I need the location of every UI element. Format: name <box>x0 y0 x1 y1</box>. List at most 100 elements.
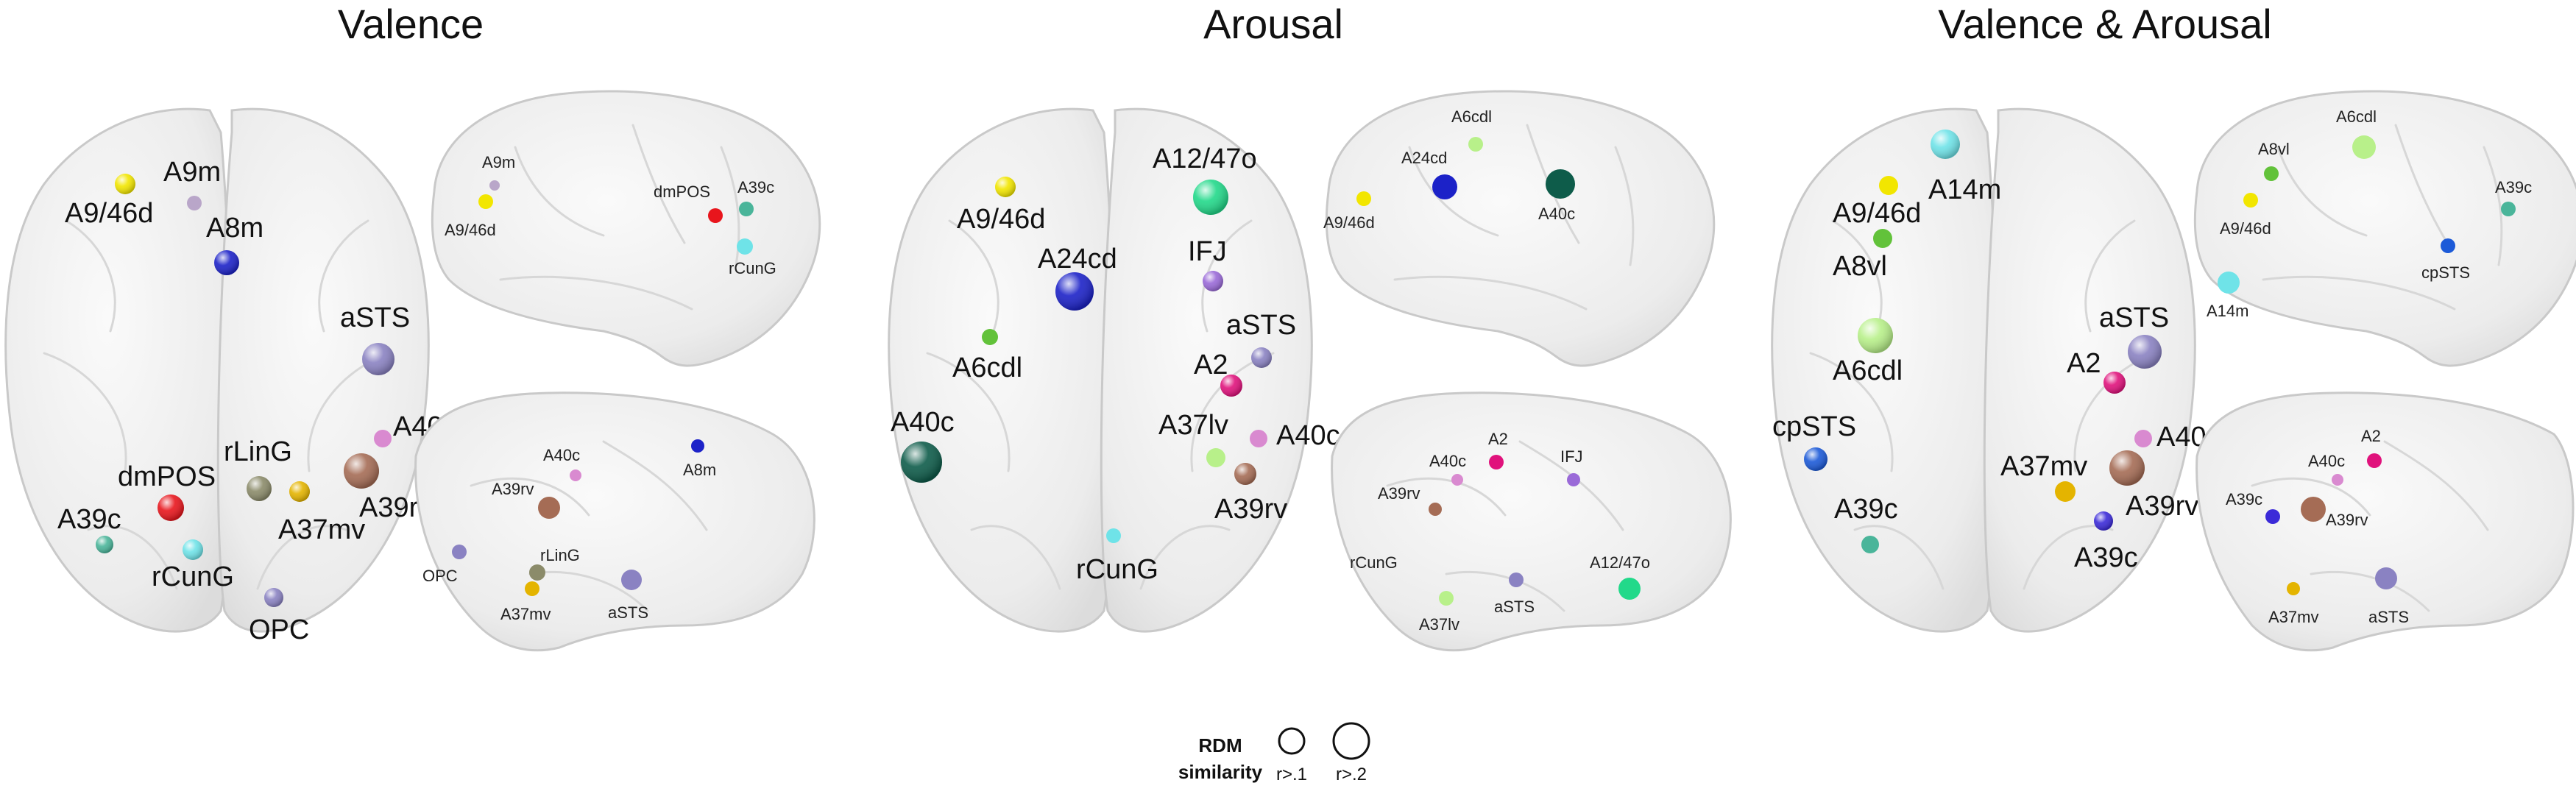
medial-brain-view <box>414 391 815 652</box>
label: A37mv <box>278 514 365 545</box>
label: A39rv <box>1378 484 1420 503</box>
label: aSTS <box>2368 608 2409 626</box>
label: rLinG <box>540 546 580 564</box>
legend-large-label: r>.2 <box>1336 765 1367 784</box>
node-A9m-lat <box>489 180 500 191</box>
node-A6cdl-lat <box>1468 137 1483 152</box>
node-A39rv-med <box>2301 497 2326 522</box>
node-A39rv-med <box>1429 503 1442 516</box>
node-A37lv <box>1206 448 1225 467</box>
legend-title: RDM <box>1198 734 1242 756</box>
node-shading <box>96 174 394 607</box>
node-A37mv-med <box>2287 582 2300 595</box>
right-hemisphere <box>216 107 430 633</box>
label: A14m <box>2207 302 2248 320</box>
label: A40c <box>543 446 580 464</box>
label: A24cd <box>1038 244 1117 274</box>
label: A40c <box>1538 205 1575 223</box>
label: OPC <box>249 614 309 645</box>
node-A24cd-lat <box>1432 174 1457 199</box>
label: A40c <box>2308 452 2345 470</box>
label: IFJ <box>1188 236 1227 267</box>
label: rCunG <box>1350 553 1398 572</box>
label: IFJ <box>1560 447 1583 466</box>
node-A8vl-lat <box>2264 166 2279 181</box>
node-A40c-med <box>570 469 581 481</box>
label: A6cdl <box>2336 107 2377 126</box>
label: A9/46d <box>957 204 1045 235</box>
node-A39c-lat <box>739 202 754 216</box>
legend-title: similarity <box>1178 761 1263 783</box>
node-A40c-lat <box>1546 169 1575 199</box>
panel-arousal: Arousal A12/47o A9/46d A24cd <box>888 1 1732 652</box>
label: dmPOS <box>118 461 216 492</box>
label: A2 <box>1194 350 1228 380</box>
legend-large-circle <box>1332 722 1370 760</box>
label: A37mv <box>2268 608 2318 626</box>
label: dmPOS <box>654 182 710 201</box>
label: A8m <box>683 461 716 479</box>
label: A9/46d <box>1323 213 1375 232</box>
lateral-brain-view <box>1325 90 1716 367</box>
node-aSTS-med <box>1509 573 1524 587</box>
lateral-brain-view <box>2193 90 2576 367</box>
node-A9-46d-lat <box>2243 193 2258 208</box>
label: A24cd <box>1401 149 1447 167</box>
label: aSTS <box>340 302 410 333</box>
node-A12-47o-med <box>1618 578 1641 600</box>
node-A9-46d <box>1879 176 1898 195</box>
label: rCunG <box>729 259 776 277</box>
label: A9/46d <box>445 221 496 239</box>
label: A9m <box>482 153 515 171</box>
node-A9-46d-lat <box>478 194 493 209</box>
node-rLinG-med <box>529 564 545 581</box>
node-A37mv-med <box>525 581 539 596</box>
axial-brain-view <box>888 107 1313 633</box>
label: A37lv <box>1419 615 1459 634</box>
legend-small-label: r>.1 <box>1276 765 1307 784</box>
node-A37mv <box>2055 481 2076 502</box>
label: A39rv <box>2126 491 2198 522</box>
legend-small-circle <box>1278 727 1306 755</box>
node-A8m-med <box>691 439 704 453</box>
node-OPC-med <box>452 545 467 559</box>
label: A40c <box>891 407 955 438</box>
node-shading <box>1804 130 2162 531</box>
label: A2 <box>2067 348 2101 379</box>
label: rCunG <box>1076 554 1158 585</box>
label: A37lv <box>1158 410 1228 441</box>
label: A39c <box>2226 490 2262 508</box>
label: A9/46d <box>1833 198 1921 229</box>
node-rCunG <box>1106 528 1121 543</box>
label: A12/47o <box>1590 553 1650 572</box>
label: A37mv <box>500 605 551 623</box>
label: A39rv <box>2326 511 2368 529</box>
label: A9/46d <box>65 198 153 229</box>
node-A2-med <box>2367 453 2382 468</box>
node-rCunG-lat <box>737 238 753 255</box>
label: A37mv <box>2000 451 2087 482</box>
node-A6cdl-lat <box>2352 135 2376 159</box>
node-IFJ-med <box>1567 473 1580 486</box>
node-A39c-med <box>2265 509 2280 524</box>
label: A40c <box>1276 420 1340 451</box>
node-A2-med <box>1489 455 1504 469</box>
label: A39c <box>737 178 774 196</box>
node-A40c <box>374 430 392 447</box>
label: A9m <box>163 157 221 188</box>
label: aSTS <box>1226 310 1296 341</box>
node-A40c-r <box>1250 430 1267 447</box>
label: A14m <box>1928 174 2001 205</box>
label: A39rv <box>492 480 534 498</box>
label: A39rv <box>1214 494 1287 525</box>
panel-title: Valence <box>338 1 484 47</box>
node-A40c-med <box>2332 474 2343 486</box>
node-A9-46d-lat <box>1356 191 1371 206</box>
label: aSTS <box>608 603 648 622</box>
label: A2 <box>1488 430 1508 448</box>
label: A39c <box>2495 178 2532 196</box>
node-A40c-med <box>1451 474 1463 486</box>
label: A39c <box>57 504 121 535</box>
label: cpSTS <box>1772 411 1856 442</box>
